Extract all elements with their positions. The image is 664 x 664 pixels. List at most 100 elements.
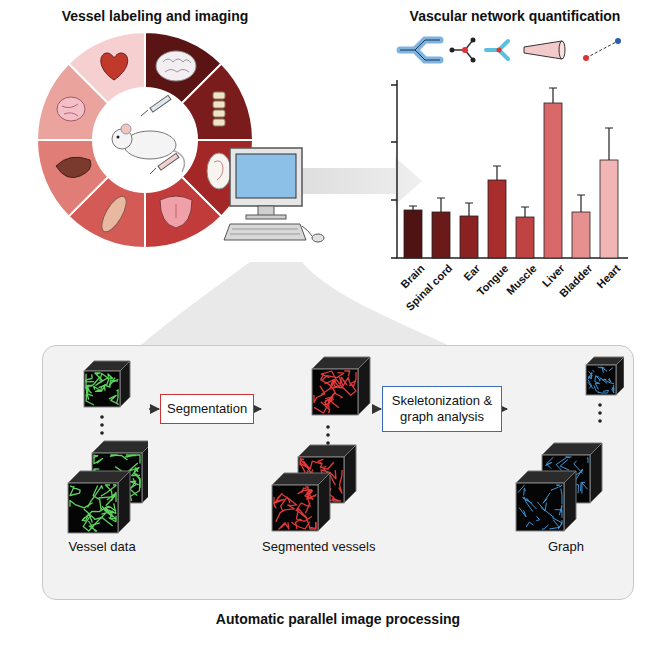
- flow-connector: [149, 408, 159, 410]
- bar-chart-part-part: [409, 206, 417, 214]
- image-cube: [586, 357, 624, 395]
- vessel-line: [612, 387, 614, 393]
- syringe-icon-part: [150, 168, 156, 174]
- vessel-line: [321, 379, 335, 394]
- vessel-line: [551, 487, 559, 490]
- spinal-cord-icon-part: [213, 110, 225, 117]
- metric-icons-part: [471, 58, 476, 63]
- brain-icon-part: [156, 51, 196, 81]
- bar-chart-part: [396, 257, 628, 259]
- vessel-line: [296, 517, 312, 530]
- organ-icons: [56, 51, 231, 235]
- computer-icon-part: [312, 234, 324, 242]
- syringe-icon: [150, 153, 179, 174]
- vessel-line: [581, 482, 585, 491]
- spinal-cord-icon-part: [213, 101, 225, 108]
- metric-icons-part: [615, 38, 621, 44]
- vessel-line: [351, 372, 356, 386]
- bar-chart: [391, 80, 628, 258]
- vessel-line: [595, 376, 599, 384]
- ellipsis-dot: [598, 419, 602, 423]
- vessel-line: [592, 370, 594, 371]
- vessel-line: [70, 486, 80, 496]
- vessel-line: [109, 395, 118, 405]
- vessel-line: [601, 367, 607, 371]
- cube-side: [120, 361, 130, 407]
- vessel-line: [126, 455, 136, 457]
- bladder-icon-part: [62, 104, 78, 116]
- computer-icon-part: [302, 226, 312, 236]
- ellipsis-dot: [598, 411, 602, 415]
- bar-chart-part-part: [521, 207, 529, 217]
- flow-connector: [255, 408, 261, 410]
- image-stack: Vessel data: [56, 353, 148, 565]
- vessel-line: [519, 508, 526, 517]
- vessel-line: [589, 371, 593, 378]
- metric-icons-part: [471, 38, 476, 43]
- cube-side: [564, 471, 576, 531]
- metric-icons-part: [400, 40, 440, 60]
- metric-icons-part: [497, 48, 502, 53]
- stack-label: Vessel data: [56, 539, 148, 555]
- stack-label: Graph: [508, 539, 624, 555]
- bar-chart-part-part: [516, 217, 534, 258]
- cube-front: [68, 483, 118, 533]
- zoom-wedge: [140, 262, 450, 346]
- panel-heading: Automatic parallel image processing: [42, 611, 634, 629]
- ellipsis-dot: [326, 433, 330, 437]
- syringe-icon-part: [141, 110, 148, 116]
- cube-side: [118, 471, 130, 533]
- syringe-icon-part: [158, 153, 179, 170]
- liver-icon-part: [56, 157, 91, 178]
- vessel-line: [101, 485, 116, 496]
- vessel-line: [86, 385, 94, 405]
- vessel-line: [339, 377, 350, 386]
- muscle-icon: [97, 193, 131, 236]
- vessel-line: [555, 510, 562, 518]
- organ-wheel: [37, 32, 253, 248]
- vessel-line: [561, 489, 562, 505]
- vessel-line: [305, 487, 313, 499]
- vessel-line: [596, 376, 600, 380]
- mouse-icon-part: [117, 136, 120, 139]
- vessel-line: [560, 460, 569, 471]
- axis-label: Muscle: [504, 262, 539, 297]
- heart-icon-part: [101, 53, 128, 80]
- vessel-line: [608, 378, 611, 382]
- axis-label: Ear: [461, 262, 482, 283]
- flow-connector: [375, 408, 381, 410]
- process-box: Segmentation: [160, 394, 254, 424]
- vessel-line: [582, 483, 588, 494]
- vessel-line: [296, 509, 306, 521]
- mouse-icon-part: [124, 131, 176, 159]
- ellipsis-dot: [100, 431, 104, 435]
- syringe-icon: [141, 95, 171, 116]
- metric-icons: [400, 38, 621, 63]
- vessel-line: [276, 505, 294, 522]
- image-cube: [516, 471, 576, 531]
- image-cube: [272, 473, 330, 531]
- cube-front: [312, 369, 358, 415]
- metric-icons-part: [524, 41, 562, 59]
- vessel-line: [108, 373, 113, 378]
- tongue-icon-part: [160, 196, 192, 228]
- vessel-line: [116, 390, 118, 403]
- axis-label: Heart: [594, 262, 622, 290]
- section-title: Vascular network quantification: [410, 8, 621, 24]
- image-cube: [312, 357, 370, 415]
- ear-icon: [207, 153, 231, 189]
- vessel-line: [566, 457, 572, 459]
- cube-side: [344, 445, 356, 503]
- bladder-icon-part: [57, 97, 85, 121]
- bar-chart-part-part: [404, 210, 422, 258]
- image-cube: [84, 361, 130, 407]
- metric-icons-part: [462, 47, 468, 53]
- computer-icon-part: [230, 148, 302, 206]
- vessel-line: [588, 372, 591, 378]
- vessel-line: [281, 497, 290, 511]
- cube-front: [84, 371, 120, 407]
- bar-chart-part: [409, 88, 613, 217]
- flow-connector: [503, 408, 507, 410]
- ear-icon-part: [207, 153, 231, 189]
